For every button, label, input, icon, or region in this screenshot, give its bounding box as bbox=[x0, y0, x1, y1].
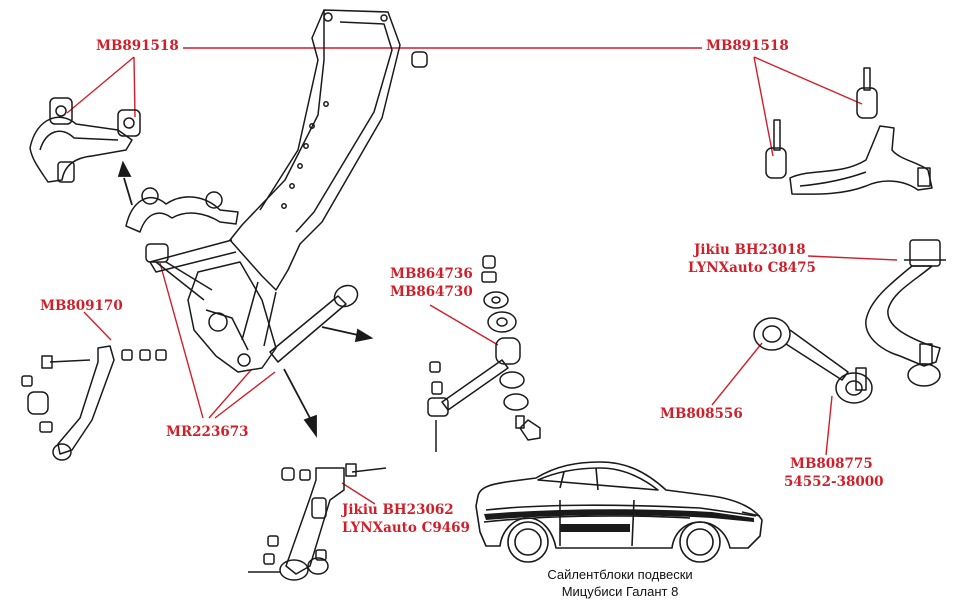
label-jikiu-bh23018: Jikiu BH23018 bbox=[694, 242, 806, 258]
stabilizer-link bbox=[427, 255, 541, 452]
direction-arrows bbox=[117, 160, 374, 438]
upper-arm-right bbox=[765, 67, 933, 195]
sedan-stripe bbox=[484, 509, 754, 532]
label-mb809170: MB809170 bbox=[40, 298, 123, 314]
lateral-link-right bbox=[753, 317, 873, 404]
label-mb864730: MB864730 bbox=[390, 284, 473, 300]
leader-mb864736 bbox=[429, 304, 499, 346]
sedan-car bbox=[475, 461, 763, 563]
trailing-arm-right bbox=[865, 239, 946, 387]
label-mb891518-left: MB891518 bbox=[96, 38, 179, 54]
upper-arm-left bbox=[29, 97, 141, 183]
label-lynx-c9469: LYNXauto C9469 bbox=[342, 520, 470, 536]
leader-l2 bbox=[133, 56, 136, 118]
label-lynx-c8475: LYNXauto C8475 bbox=[688, 260, 816, 276]
leader-mr-2 bbox=[208, 369, 252, 419]
subframe-assembly bbox=[125, 9, 428, 373]
label-mb808556: MB808556 bbox=[660, 406, 743, 422]
leader-r1 bbox=[753, 56, 863, 105]
leader-l1 bbox=[66, 56, 135, 114]
caption-line-2: Мицубиси Галант 8 bbox=[561, 584, 679, 599]
label-mr223673: MR223673 bbox=[166, 424, 249, 440]
leader-bh23018 bbox=[807, 255, 898, 261]
label-jikiu-bh23062: Jikiu BH23062 bbox=[342, 502, 454, 518]
caption-line-1: Сайлентблоки подвески bbox=[547, 567, 693, 582]
leader-mb808556 bbox=[711, 342, 763, 406]
leader-mb808775 bbox=[825, 395, 833, 456]
leader-lines bbox=[66, 47, 898, 505]
label-mb808775: MB808775 bbox=[790, 456, 873, 472]
leader-mb809170 bbox=[83, 311, 112, 341]
leader-r2 bbox=[753, 56, 774, 157]
leader-mr-1 bbox=[159, 262, 204, 419]
strut-link-left bbox=[21, 345, 167, 461]
label-mb864736: MB864736 bbox=[390, 266, 473, 282]
label-54552-38000: 54552-38000 bbox=[784, 474, 884, 490]
leader-bh23062 bbox=[341, 482, 376, 505]
adjustable-link bbox=[248, 463, 387, 581]
label-mb891518-right: MB891518 bbox=[706, 38, 789, 54]
leader-mr-3 bbox=[214, 371, 276, 419]
